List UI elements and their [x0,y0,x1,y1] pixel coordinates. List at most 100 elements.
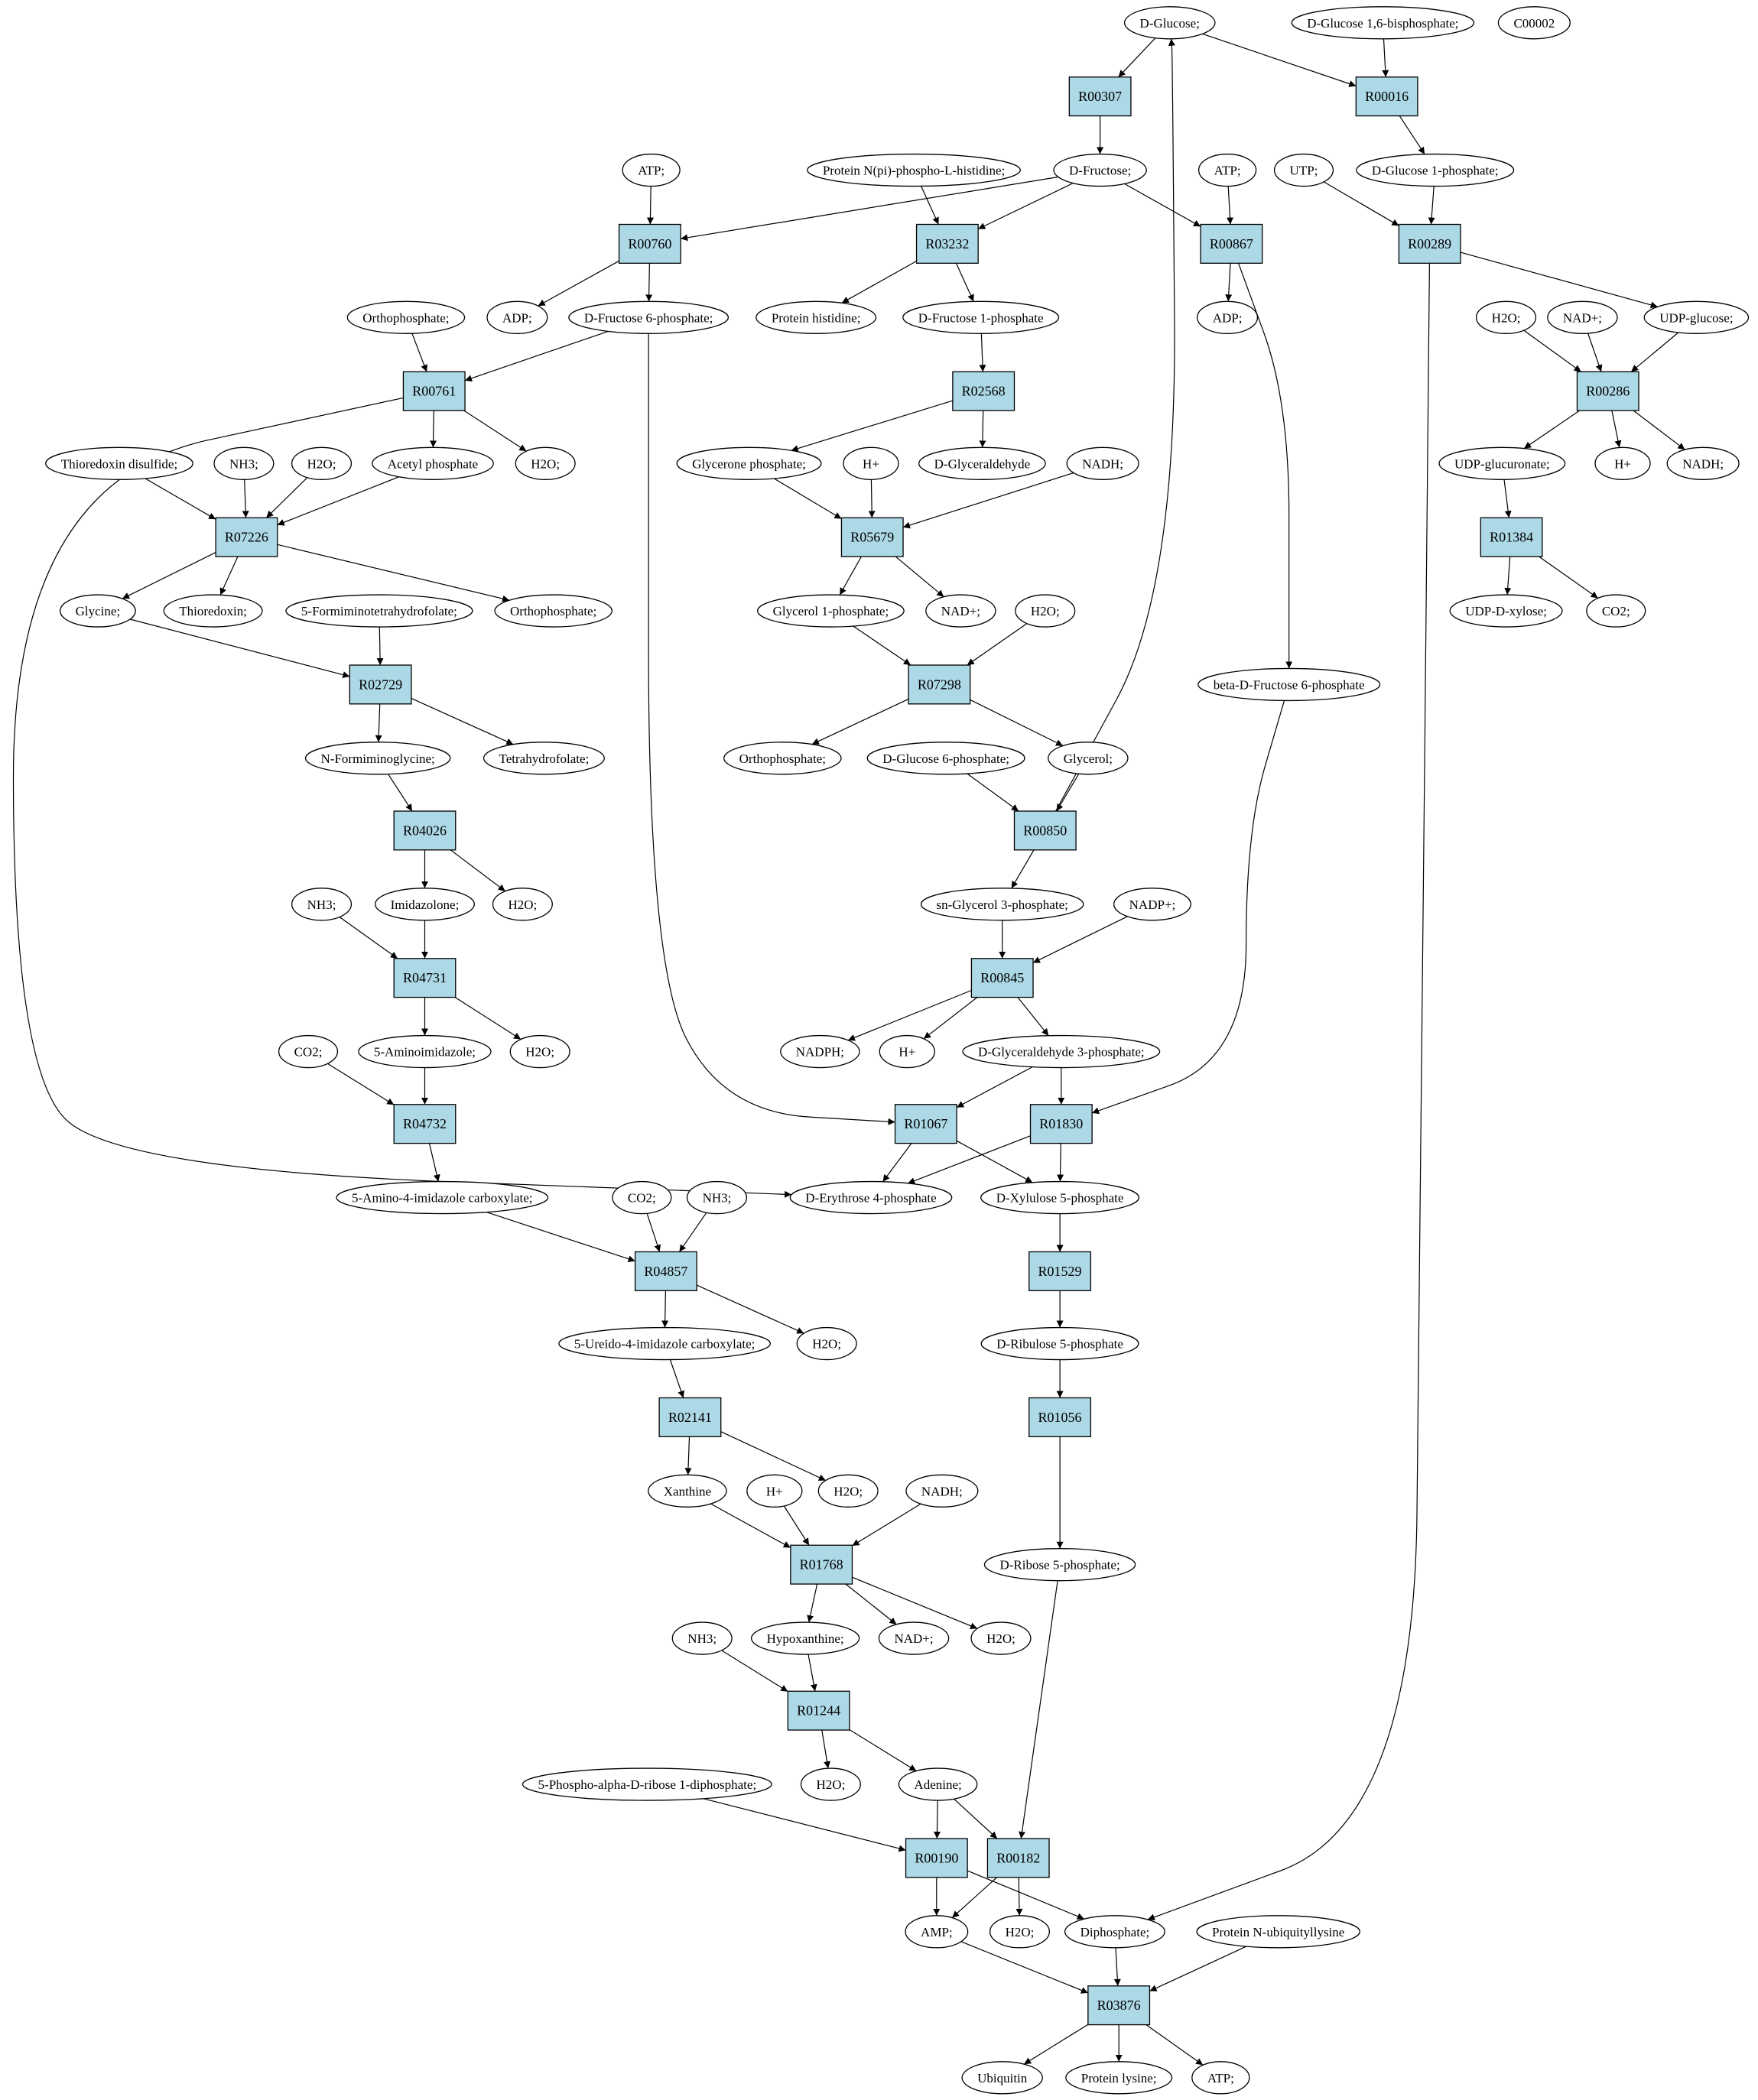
metabolite-node[interactable]: D-Glyceraldehyde [918,446,1046,480]
reaction-node-r01830[interactable]: R01830 [1029,1104,1093,1144]
reaction-node-r01768[interactable]: R01768 [790,1544,853,1585]
metabolite-node[interactable]: Protein histidine; [756,300,877,334]
reaction-node-r00307[interactable]: R00307 [1068,76,1132,117]
metabolite-node[interactable]: H2O; [970,1621,1032,1655]
reaction-node-r00182[interactable]: R00182 [986,1838,1050,1878]
metabolite-node[interactable]: D-Fructose 1-phosphate [902,300,1060,334]
metabolite-node[interactable]: AMP; [905,1915,969,1949]
reaction-node-r07226[interactable]: R07226 [215,517,278,557]
metabolite-node[interactable]: C00002 [1497,6,1571,40]
reaction-node-r00016[interactable]: R00016 [1355,76,1418,117]
metabolite-node[interactable]: D-Glucose; [1123,6,1216,40]
metabolite-node[interactable]: NH3; [213,446,275,480]
reaction-node-r02141[interactable]: R02141 [658,1397,722,1437]
metabolite-node[interactable]: NAD+; [1547,300,1618,334]
metabolite-node[interactable]: H+ [843,446,899,480]
metabolite-node[interactable]: NADP+; [1113,888,1191,921]
metabolite-node[interactable]: D-Fructose; [1053,153,1147,187]
metabolite-node[interactable]: H2O; [989,1915,1051,1949]
metabolite-node[interactable]: Xanthine [648,1474,727,1508]
metabolite-node[interactable]: NAD+; [878,1621,950,1655]
metabolite-node[interactable]: Thioredoxin; [163,594,263,628]
metabolite-node[interactable]: UDP-glucose; [1643,300,1750,334]
metabolite-node[interactable]: Glycerol 1-phosphate; [756,594,905,628]
metabolite-node[interactable]: Glycine; [59,594,136,628]
metabolite-node[interactable]: H2O; [515,446,576,480]
metabolite-node[interactable]: ATP; [622,153,681,187]
metabolite-node[interactable]: sn-Glycerol 3-phosphate; [920,888,1084,921]
metabolite-node[interactable]: H2O; [817,1474,879,1508]
metabolite-node[interactable]: 5-Phospho-alpha-D-ribose 1-diphosphate; [522,1767,772,1801]
metabolite-node[interactable]: NADH; [1666,446,1740,480]
metabolite-node[interactable]: CO2; [612,1180,672,1215]
metabolite-node[interactable]: H2O; [1476,300,1537,334]
metabolite-node[interactable]: 5-Amino-4-imidazole carboxylate; [336,1180,549,1215]
reaction-node-r00289[interactable]: R00289 [1398,223,1461,264]
reaction-node-r01056[interactable]: R01056 [1028,1397,1092,1437]
metabolite-node[interactable]: H2O; [492,888,553,921]
metabolite-node[interactable]: H2O; [800,1767,861,1801]
metabolite-node[interactable]: UDP-D-xylose; [1449,594,1563,628]
metabolite-node[interactable]: Ubiquitin [961,2061,1043,2095]
metabolite-node[interactable]: UTP; [1273,153,1334,187]
reaction-node-r01067[interactable]: R01067 [894,1104,957,1144]
metabolite-node[interactable]: D-Ribulose 5-phosphate [980,1326,1139,1361]
reaction-node-r07298[interactable]: R07298 [908,664,971,705]
reaction-node-r04731[interactable]: R04731 [393,958,457,998]
reaction-node-r01529[interactable]: R01529 [1028,1251,1092,1291]
metabolite-node[interactable]: NADH; [1066,446,1139,480]
metabolite-node[interactable]: Glycerone phosphate; [676,446,822,480]
metabolite-node[interactable]: 5-Ureido-4-imidazole carboxylate; [558,1326,772,1361]
reaction-node-r04026[interactable]: R04026 [393,810,457,851]
metabolite-node[interactable]: ADP; [1197,300,1259,334]
metabolite-node[interactable]: ATP; [1197,153,1257,187]
metabolite-node[interactable]: NH3; [686,1180,748,1215]
metabolite-node[interactable]: Protein N-ubiquityllysine [1196,1915,1360,1949]
reaction-node-r00845[interactable]: R00845 [970,958,1034,998]
metabolite-node[interactable]: D-Xylulose 5-phosphate [980,1180,1140,1215]
reaction-node-r03232[interactable]: R03232 [915,223,979,264]
metabolite-node[interactable]: Imidazolone; [374,888,475,921]
metabolite-node[interactable]: Orthophosphate; [494,594,613,628]
metabolite-node[interactable]: D-Ribose 5-phosphate; [983,1548,1136,1582]
metabolite-node[interactable]: H+ [1594,446,1651,480]
metabolite-node[interactable]: H2O; [1015,594,1076,628]
metabolite-node[interactable]: D-Fructose 6-phosphate; [568,300,730,334]
reaction-node-r03876[interactable]: R03876 [1087,1985,1151,2026]
metabolite-node[interactable]: NADPH; [780,1034,860,1069]
metabolite-node[interactable]: N-Formiminoglycine; [304,742,451,775]
metabolite-node[interactable]: Tetrahydrofolate; [483,742,605,775]
reaction-node-r00286[interactable]: R00286 [1576,371,1639,411]
reaction-node-r00867[interactable]: R00867 [1200,223,1263,264]
metabolite-node[interactable]: UDP-glucuronate; [1438,446,1566,480]
metabolite-node[interactable]: Protein lysine; [1065,2061,1173,2095]
reaction-node-r04732[interactable]: R04732 [393,1104,457,1144]
metabolite-node[interactable]: Orthophosphate; [346,300,466,334]
metabolite-node[interactable]: NADH; [905,1474,979,1508]
metabolite-node[interactable]: D-Glyceraldehyde 3-phosphate; [962,1034,1161,1069]
metabolite-node[interactable]: 5-Formiminotetrahydrofolate; [285,594,473,628]
metabolite-node[interactable]: Orthophosphate; [723,742,842,775]
metabolite-node[interactable]: H2O; [509,1034,570,1069]
reaction-node-r00761[interactable]: R00761 [402,371,466,411]
metabolite-node[interactable]: 5-Aminoimidazole; [358,1034,492,1069]
reaction-node-r02729[interactable]: R02729 [349,664,412,705]
reaction-node-r01384[interactable]: R01384 [1480,517,1543,557]
metabolite-node[interactable]: D-Glucose 1-phosphate; [1356,153,1515,187]
metabolite-node[interactable]: NH3; [671,1621,733,1655]
reaction-node-r05679[interactable]: R05679 [840,517,904,557]
reaction-node-r02568[interactable]: R02568 [952,371,1015,411]
metabolite-node[interactable]: H2O; [796,1326,857,1361]
reaction-node-r04857[interactable]: R04857 [634,1251,697,1291]
metabolite-node[interactable]: Adenine; [898,1767,978,1801]
metabolite-node[interactable]: CO2; [278,1034,339,1069]
metabolite-node[interactable]: D-Glucose 6-phosphate; [866,742,1025,775]
metabolite-node[interactable]: D-Glucose 1,6-bisphosphate; [1291,6,1475,40]
metabolite-node[interactable]: NAD+; [925,594,996,628]
metabolite-node[interactable]: beta-D-Fructose 6-phosphate [1197,667,1381,702]
metabolite-node[interactable]: D-Erythrose 4-phosphate [789,1180,953,1215]
metabolite-node[interactable]: H+ [746,1474,803,1508]
metabolite-node[interactable]: Hypoxanthine; [750,1621,860,1655]
metabolite-node[interactable]: Protein N(pi)-phospho-L-histidine; [807,153,1021,187]
metabolite-node[interactable]: Glycerol; [1048,742,1129,775]
